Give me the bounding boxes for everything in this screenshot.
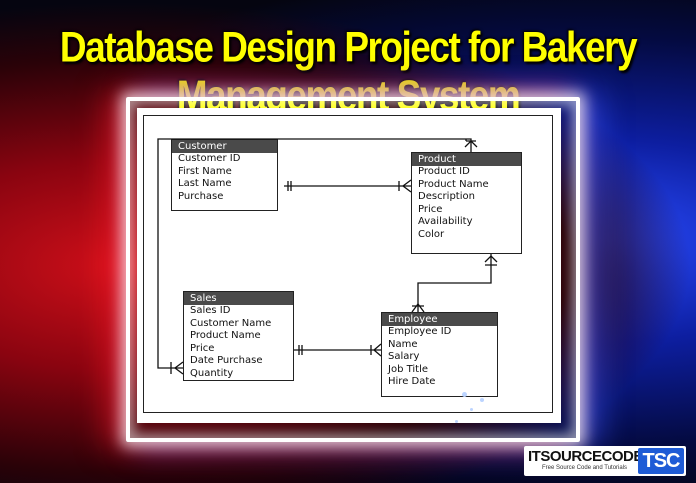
attribute: Name: [388, 338, 418, 350]
brand-logo: ITSOURCECODE Free Source Code and Tutori…: [524, 446, 686, 476]
attribute: Price: [418, 203, 443, 215]
attribute: Hire Date: [388, 376, 436, 388]
attribute: Product ID: [418, 166, 470, 177]
page-title: Database Design Project for Bakery Manag…: [59, 23, 638, 120]
sparkle: [470, 408, 473, 411]
entity-employee[interactable]: Employee Employee ID Name Salary Job Tit…: [381, 312, 498, 397]
attribute: Customer ID: [178, 153, 241, 164]
logo-mark: TSC: [638, 448, 684, 474]
glow-frame: [126, 97, 580, 442]
diagram-border: [143, 115, 553, 413]
attribute: Job Title: [388, 363, 429, 375]
attribute: Last Name: [178, 178, 232, 190]
logo-tagline: Free Source Code and Tutorials: [542, 465, 628, 471]
attribute: Availability: [418, 216, 473, 228]
entity-header: Employee: [382, 313, 497, 326]
entity-sales[interactable]: Sales Sales ID Customer Name Product Nam…: [183, 291, 294, 381]
attribute: Product Name: [418, 178, 489, 190]
entity-customer[interactable]: Customer Customer ID First Name Last Nam…: [171, 139, 278, 211]
attribute: Color: [418, 228, 445, 240]
sparkle: [455, 420, 458, 423]
attribute: First Name: [178, 165, 232, 177]
logo-name: ITSOURCECODE: [528, 448, 643, 465]
sparkle: [480, 398, 484, 402]
entity-product[interactable]: Product Product ID Product Name Descript…: [411, 152, 522, 254]
entity-header: Product: [412, 153, 521, 166]
attribute: Purchase: [178, 190, 224, 202]
attribute: Price: [190, 342, 215, 354]
attribute: Salary: [388, 351, 420, 363]
sparkle: [462, 392, 467, 397]
attribute: Quantity: [190, 367, 234, 379]
attribute: Sales ID: [190, 305, 231, 316]
entity-header: Sales: [184, 292, 293, 305]
attribute: Description: [418, 191, 475, 203]
attribute: Date Purchase: [190, 355, 263, 367]
attribute: Employee ID: [388, 326, 452, 337]
entity-header: Customer: [172, 140, 277, 153]
attribute: Product Name: [190, 330, 261, 342]
attribute: Customer Name: [190, 317, 272, 329]
